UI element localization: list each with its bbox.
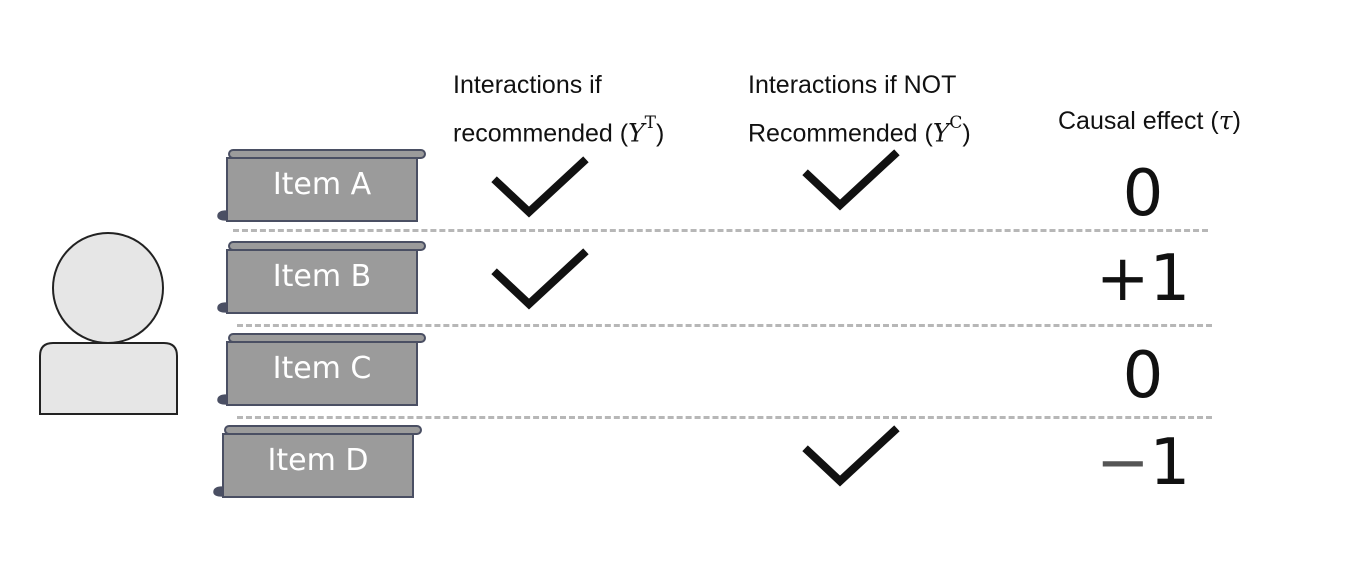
header-text: recommended ( (453, 119, 629, 148)
scroll-body (226, 157, 418, 222)
user-avatar-icon (39, 232, 178, 415)
check-icon (802, 425, 900, 487)
header-line: Interactions if (453, 71, 602, 99)
row-divider (233, 229, 1208, 232)
math-symbol: Y (932, 118, 950, 148)
header-close: ) (1232, 107, 1241, 135)
header-line: Recommended (YC) (748, 106, 971, 154)
causal-effect-value: 0 (1122, 339, 1164, 413)
scroll-curl (213, 486, 224, 497)
scroll-curl (217, 210, 228, 221)
causal-effect-value: −1 (1083, 428, 1203, 498)
item-label: Item B (272, 259, 372, 294)
header-close: ) (962, 119, 971, 148)
header-text: Causal effect ( (1058, 107, 1219, 135)
scroll-icon (213, 425, 422, 498)
avatar-body (39, 342, 178, 415)
math-symbol: Y (628, 118, 645, 148)
item-label: Item C (272, 351, 372, 386)
header-close: ) (655, 119, 665, 148)
minus-sign: − (1095, 426, 1150, 500)
effect-digit: 1 (1149, 426, 1191, 500)
check-icon (491, 248, 589, 310)
superscript: T (644, 113, 656, 133)
scroll-icon (217, 149, 426, 222)
scroll-curl (217, 302, 228, 313)
rows-layer (213, 149, 900, 498)
scroll-top-roll (228, 241, 426, 251)
check-icon (802, 149, 900, 211)
scroll-top-roll (228, 333, 426, 343)
item-label: Item D (267, 443, 369, 478)
superscript: C (949, 113, 963, 133)
scroll-top-roll (228, 149, 426, 159)
scroll-icon (217, 333, 426, 406)
row-divider (237, 324, 1212, 327)
column-header-treatment: Interactions if recommended (YT) (453, 64, 664, 154)
row-divider (237, 416, 1212, 419)
scroll-top-roll (224, 425, 422, 435)
scroll-curl (217, 394, 228, 405)
column-header-effect: Causal effect (τ) (1058, 100, 1241, 142)
causal-effect-value: +1 (1095, 242, 1191, 316)
scroll-icon (217, 241, 426, 314)
scroll-body (226, 341, 418, 406)
math-symbol: τ (1218, 106, 1233, 135)
header-text: Recommended ( (748, 119, 933, 148)
check-icon (491, 156, 589, 218)
header-line: recommended (YT) (453, 106, 664, 154)
avatar-head (52, 232, 164, 344)
header-line: Interactions if NOT (748, 71, 957, 99)
causal-effect-value: 0 (1122, 157, 1164, 231)
column-header-control: Interactions if NOT Recommended (YC) (748, 64, 971, 154)
scroll-body (222, 433, 414, 498)
item-label: Item A (272, 167, 372, 202)
